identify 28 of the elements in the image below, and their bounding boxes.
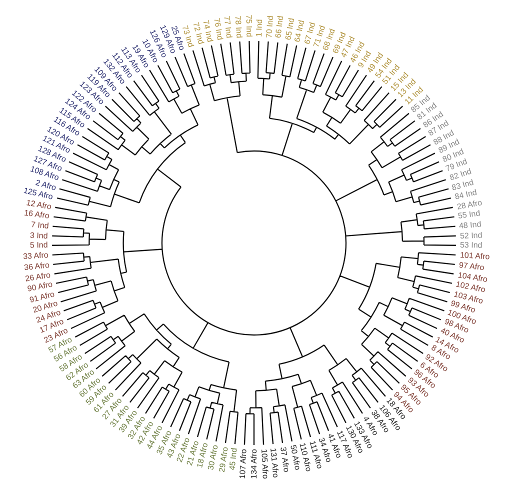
leaf-label: 55 Ind: [458, 208, 481, 221]
leaf-label: 70 Ind: [264, 15, 275, 38]
leaf-label: 37 Afro: [278, 446, 292, 473]
leaf-label: 3 Ind: [30, 230, 48, 240]
leaf-label: 16 Afro: [24, 208, 50, 221]
leaf-label: 65 Ind: [283, 17, 296, 41]
leaf-label: 75 Ind: [244, 14, 254, 38]
leaf-label: 26 Afro: [24, 270, 52, 283]
leaf-label: 105 Afro: [259, 448, 270, 479]
leaf-label: 107 Afro: [238, 448, 249, 479]
leaf-label: 28 Afro: [456, 198, 483, 212]
leaf-label: 66 Ind: [274, 16, 286, 39]
leaf-label: 134 Afro: [250, 449, 258, 479]
leaf-label: 36 Afro: [23, 260, 50, 272]
leaf-label: 33 Afro: [22, 250, 49, 262]
leaf-label: 101 Afro: [459, 250, 490, 262]
leaf-label: 52 Ind: [460, 230, 482, 240]
leaf-label: 131 Afro: [268, 448, 281, 478]
leaf-label: 7 Ind: [30, 220, 50, 230]
leaf-label: 45 Ind: [228, 448, 240, 471]
leaf-label: 53 Ind: [460, 240, 482, 250]
leaf-label: 77 Ind: [222, 16, 234, 39]
leaf-label: 78 Ind: [233, 15, 244, 38]
leaf-label: 5 Ind: [30, 240, 48, 250]
leaf-label: 76 Ind: [212, 17, 225, 41]
leaf-label: 97 Afro: [458, 260, 485, 272]
leaf-label: 1 Ind: [254, 19, 264, 38]
leaf-label: 48 Ind: [458, 220, 482, 230]
